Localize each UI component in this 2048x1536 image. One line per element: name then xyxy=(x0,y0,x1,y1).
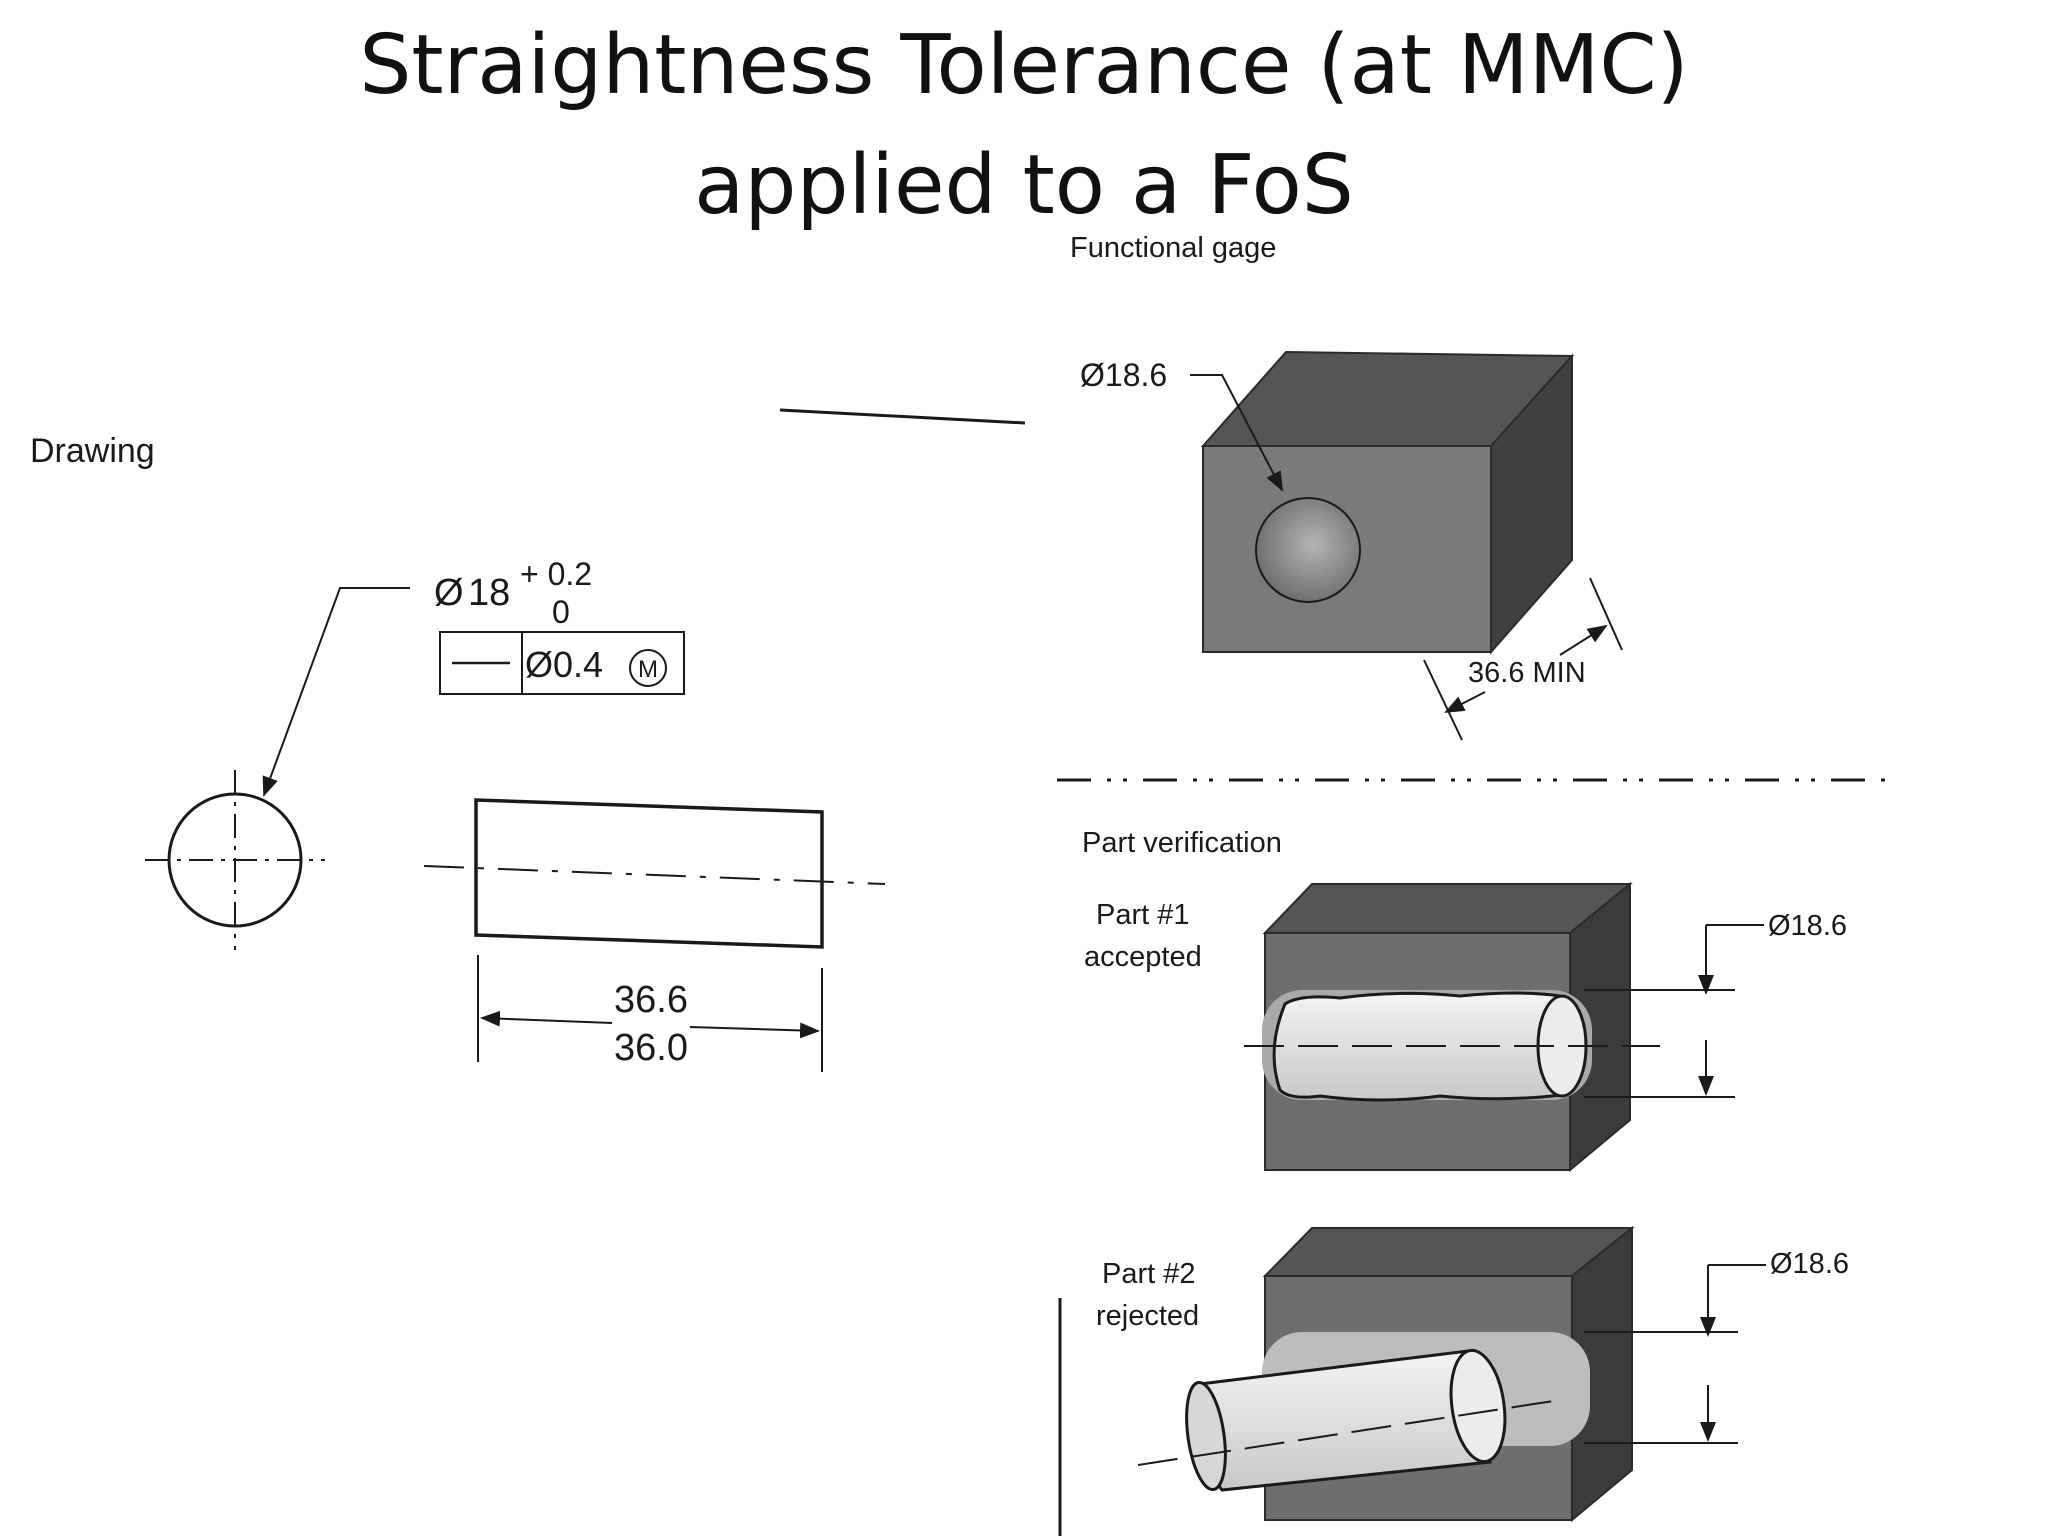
gage-length-dimension: 36.6 MIN xyxy=(1468,657,1586,689)
mmc-modifier-letter: M xyxy=(638,656,658,683)
gage-bore-leader xyxy=(1190,374,1283,492)
fcf-tolerance-value: Ø0.4 xyxy=(525,644,603,685)
size-tolerance-upper: + 0.2 xyxy=(520,556,592,592)
size-leader-line xyxy=(262,587,410,797)
gage-bore-dimension: Ø18.6 xyxy=(1080,357,1167,393)
part1-dimension: Ø18.6 xyxy=(1768,910,1847,942)
part2-pin-rejected xyxy=(1185,1348,1507,1492)
size-diameter-symbol: Ø xyxy=(434,572,464,614)
drawing-label: Drawing xyxy=(30,432,155,470)
gage-bore-hole xyxy=(1255,497,1361,603)
size-tolerance-lower: 0 xyxy=(552,594,570,630)
scan-artifact-line xyxy=(779,408,1026,425)
gage-length-arrow-front xyxy=(1444,691,1486,713)
length-dimension-arrow-right xyxy=(689,1022,820,1039)
gage-length-extension-front xyxy=(1423,659,1463,741)
length-min: 36.0 xyxy=(614,1027,688,1069)
gage-label: Functional gage xyxy=(1070,232,1276,264)
mmc-modifier-circle xyxy=(629,649,667,687)
part2-label-line2: rejected xyxy=(1096,1300,1199,1332)
title-line-2: applied to a FoS xyxy=(694,138,1354,233)
end-view-circle xyxy=(145,770,325,950)
title-line-1: Straightness Tolerance (at MMC) xyxy=(359,18,1689,113)
verification-label: Part verification xyxy=(1082,827,1282,859)
side-view-pin xyxy=(423,798,886,949)
part1-label-line1: Part #1 xyxy=(1096,899,1190,931)
length-max: 36.6 xyxy=(614,979,688,1021)
part2-label-line1: Part #2 xyxy=(1102,1258,1196,1290)
gage-block xyxy=(1200,350,1575,655)
gage-length-arrow-back xyxy=(1559,624,1608,656)
part2-dimension: Ø18.6 xyxy=(1770,1248,1849,1280)
size-nominal: 18 xyxy=(468,572,510,614)
feature-control-frame: Ø0.4 M xyxy=(439,631,685,695)
length-dimension-arrow-left xyxy=(480,1010,613,1027)
part1-label-line2: accepted xyxy=(1084,941,1202,973)
part2-axis xyxy=(1137,1399,1561,1466)
gage-length-extension-back xyxy=(1589,577,1623,651)
